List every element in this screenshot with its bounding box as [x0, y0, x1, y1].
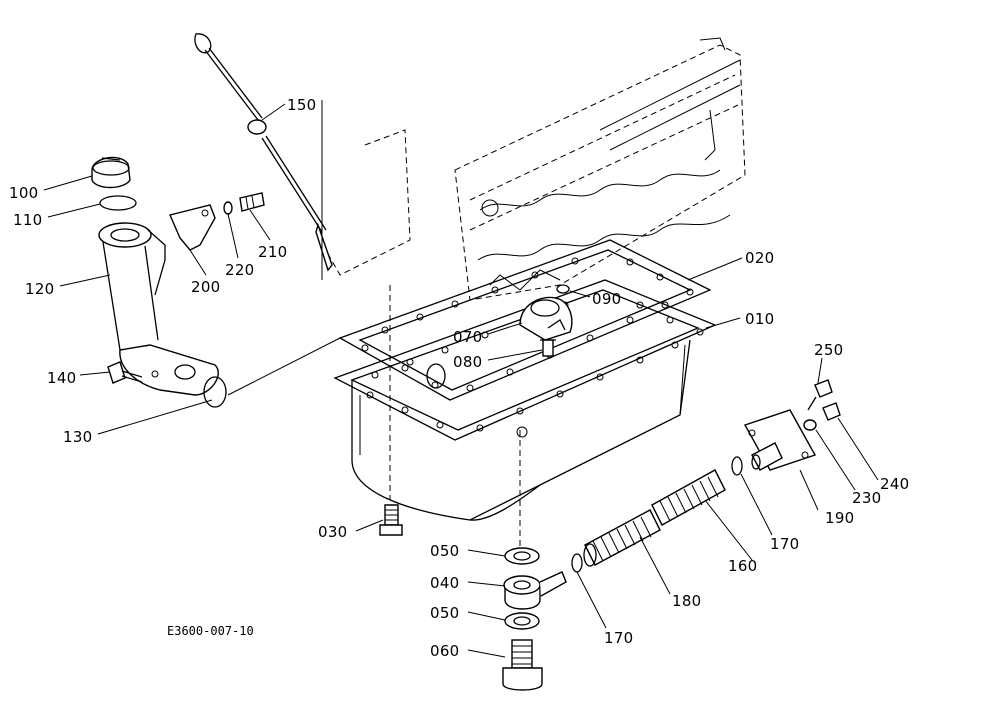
bolt-080	[540, 339, 556, 357]
washer-210	[803, 419, 817, 431]
hose-180	[583, 509, 661, 567]
label-050-lower: 050	[430, 604, 460, 622]
label-010: 010	[745, 310, 775, 328]
label-250: 250	[814, 341, 844, 359]
label-140: 140	[47, 369, 77, 387]
label-100: 100	[9, 184, 39, 202]
washer-050-upper	[504, 547, 540, 565]
bracket-220	[169, 204, 216, 251]
label-210: 230	[852, 489, 882, 507]
label-160: 160	[728, 557, 758, 575]
flange-190	[743, 409, 817, 471]
leader-lines	[43, 103, 879, 658]
label-200: 240	[880, 475, 910, 493]
label-060: 060	[430, 642, 460, 660]
o-ring-090	[556, 284, 570, 294]
bolt-250	[807, 379, 833, 411]
filler-cap-100	[91, 156, 131, 189]
o-ring-130	[203, 376, 227, 408]
hose-160	[651, 469, 726, 526]
filler-pipe-120	[98, 222, 219, 396]
bolt-230	[239, 192, 265, 212]
drain-bolt-060	[502, 639, 543, 691]
banjo-fitting-040	[503, 571, 567, 610]
clamp-170-upper	[731, 456, 743, 476]
label-190: 190	[825, 509, 855, 527]
label-220: 200	[191, 278, 221, 296]
label-180: 180	[672, 592, 702, 610]
drawing-code: E3600-007-10	[167, 624, 254, 638]
filler-guide	[227, 337, 341, 396]
label-020: 020	[745, 249, 775, 267]
label-170-lower: 170	[604, 629, 634, 647]
label-120: 120	[25, 280, 55, 298]
bolt-200	[822, 402, 841, 421]
label-090: 090	[592, 290, 622, 308]
label-230: 210	[258, 243, 288, 261]
label-080: 080	[453, 353, 483, 371]
washer-240	[223, 201, 233, 215]
label-040: 040	[430, 574, 460, 592]
label-050-upper: 050	[430, 542, 460, 560]
dipstick-150	[194, 33, 333, 272]
label-110: 110	[13, 211, 43, 229]
washer-050-lower	[504, 612, 540, 630]
label-150: 150	[287, 96, 317, 114]
clamp-170-lower	[571, 553, 583, 573]
label-240: 220	[225, 261, 255, 279]
label-130: 130	[63, 428, 93, 446]
label-070: 070	[453, 328, 483, 346]
label-170-upper: 170	[770, 535, 800, 553]
part-labels: 100 110 120 140 130 150 210 220 200 020 …	[9, 96, 910, 660]
label-030: 030	[318, 523, 348, 541]
oil-strainer-070	[519, 296, 573, 341]
o-ring-110	[99, 195, 137, 211]
bolt-030	[379, 504, 403, 536]
engine-block-outline	[319, 37, 746, 301]
oil-pan-gasket-020	[338, 239, 712, 401]
bolt-140	[107, 361, 143, 384]
